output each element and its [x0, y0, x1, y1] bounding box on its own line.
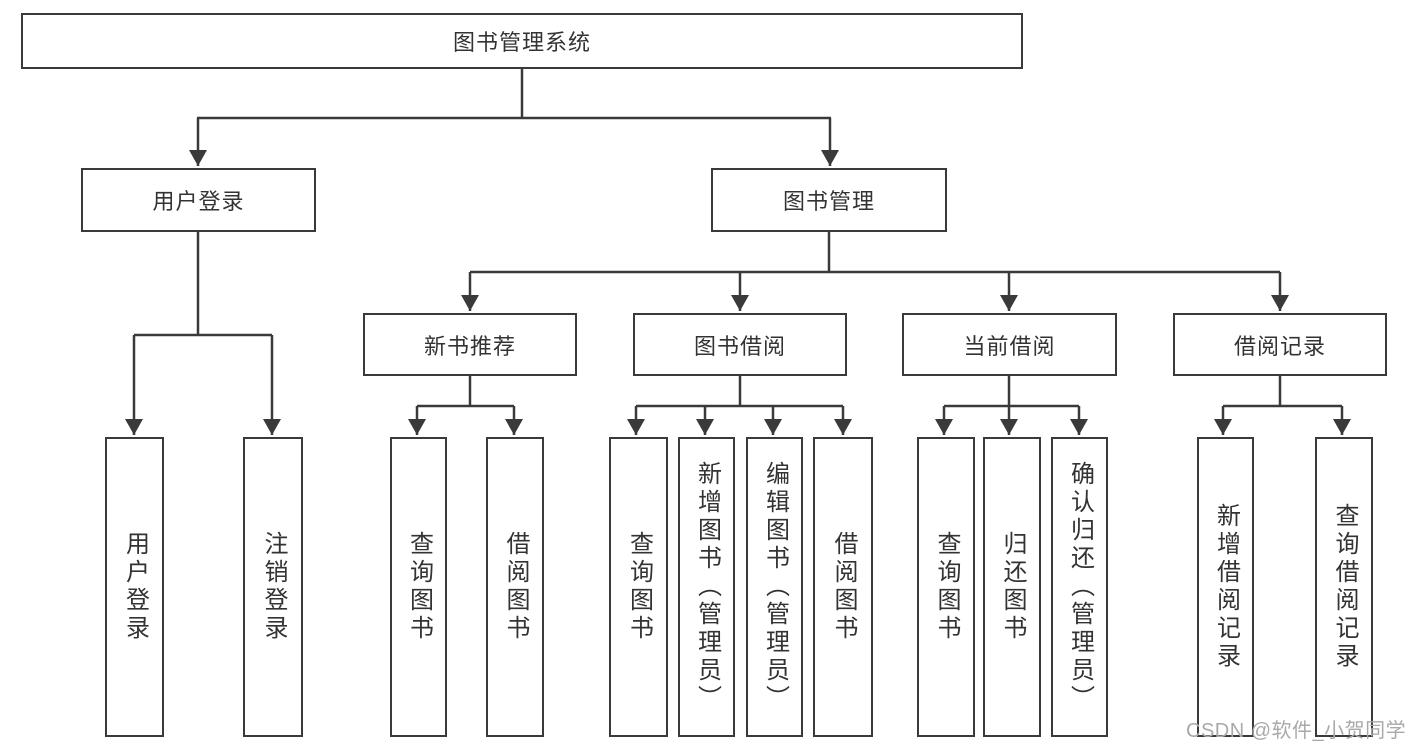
- node-book-management: 图书管理: [711, 168, 947, 232]
- node-user-login: 用户登录: [81, 168, 316, 232]
- leaf-add-books-admin: 新增图书（管理员）: [678, 437, 735, 737]
- node-new-book-recommend: 新书推荐: [363, 313, 577, 376]
- leaf-return-books: 归还图书: [983, 437, 1041, 737]
- leaf-label: 新增借阅记录: [1212, 503, 1240, 671]
- leaf-label: 确认归还（管理员）: [1066, 461, 1094, 713]
- leaf-query-borrow-record: 查询借阅记录: [1315, 437, 1373, 737]
- leaf-label: 用户登录: [121, 531, 149, 643]
- leaf-borrow-books: 借阅图书: [813, 437, 873, 737]
- leaf-label: 查询图书: [625, 531, 653, 643]
- node-borrow-records: 借阅记录: [1173, 313, 1387, 376]
- leaf-label: 归还图书: [999, 531, 1026, 643]
- leaf-recommend-borrow-books: 借阅图书: [486, 437, 544, 737]
- leaf-label: 查询图书: [933, 531, 960, 643]
- leaf-label: 查询图书: [405, 531, 433, 643]
- leaf-borrow-query-books: 查询图书: [609, 437, 668, 737]
- node-current-borrow: 当前借阅: [902, 313, 1117, 376]
- leaf-current-query-books: 查询图书: [917, 437, 975, 737]
- leaf-label: 新增图书（管理员）: [693, 461, 721, 713]
- csdn-watermark: CSDN @软件_小贺同学: [1186, 720, 1405, 742]
- leaf-add-borrow-record: 新增借阅记录: [1197, 437, 1254, 737]
- node-book-borrow: 图书借阅: [633, 313, 847, 376]
- leaf-user-login: 用户登录: [105, 437, 164, 737]
- leaf-label: 借阅图书: [502, 531, 529, 643]
- node-library-system: 图书管理系统: [21, 13, 1023, 69]
- leaf-label: 编辑图书（管理员）: [761, 461, 789, 713]
- leaf-confirm-return-admin: 确认归还（管理员）: [1051, 437, 1108, 737]
- leaf-label: 借阅图书: [830, 531, 857, 643]
- leaf-edit-books-admin: 编辑图书（管理员）: [746, 437, 803, 737]
- leaf-label: 查询借阅记录: [1331, 503, 1358, 671]
- leaf-label: 注销登录: [260, 531, 287, 643]
- leaf-logout: 注销登录: [243, 437, 303, 737]
- leaf-recommend-query-books: 查询图书: [390, 437, 447, 737]
